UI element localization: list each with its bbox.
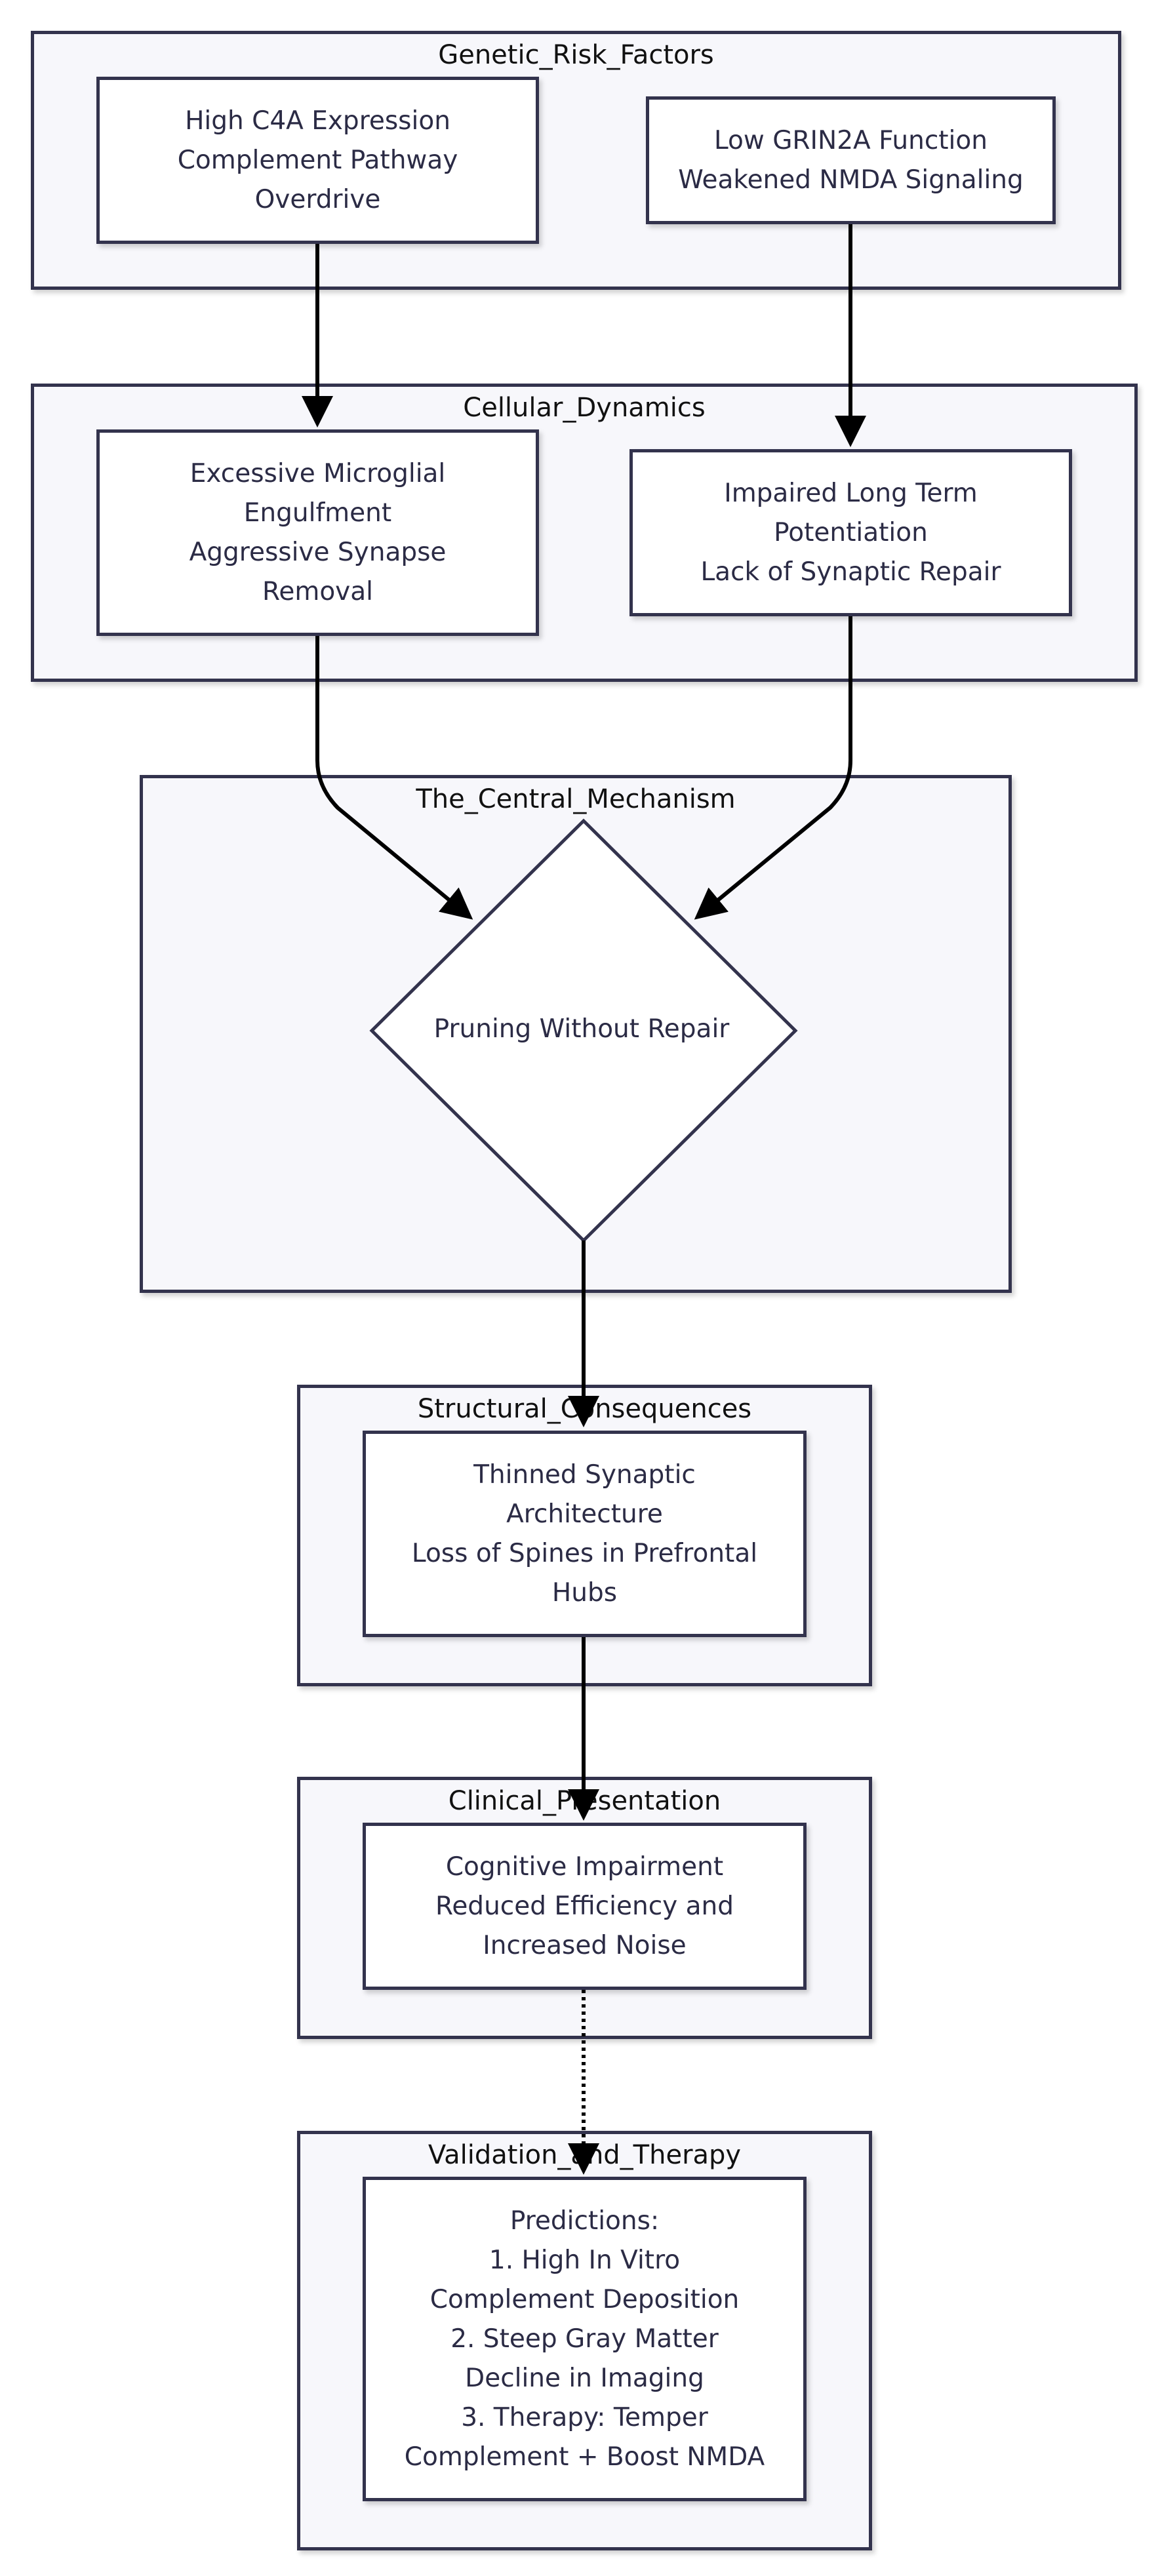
node-excessive-microglial-engulfment: Excessive Microglial Engulfment Aggressi… bbox=[96, 429, 539, 636]
node-impaired-long-term-potentiation: Impaired Long Term Potentiation Lack of … bbox=[629, 449, 1072, 616]
node-label: Low GRIN2A Function Weakened NMDA Signal… bbox=[678, 125, 1024, 195]
node-label: Predictions: 1. High In Vitro Complement… bbox=[404, 2206, 765, 2472]
node-predictions: Predictions: 1. High In Vitro Complement… bbox=[363, 2177, 807, 2501]
edge-microglia-to-pruning bbox=[315, 636, 473, 920]
node-label: Cognitive Impairment Reduced Efficiency … bbox=[435, 1852, 734, 1960]
node-label: Excessive Microglial Engulfment Aggressi… bbox=[189, 458, 447, 606]
node-label: Thinned Synaptic Architecture Loss of Sp… bbox=[411, 1459, 758, 1608]
node-high-c4a-expression: High C4A Expression Complement Pathway O… bbox=[96, 77, 539, 244]
node-pruning-without-repair-label: Pruning Without Repair bbox=[433, 1014, 730, 1044]
node-label: High C4A Expression Complement Pathway O… bbox=[177, 106, 458, 214]
node-low-grin2a-function: Low GRIN2A Function Weakened NMDA Signal… bbox=[646, 96, 1056, 224]
node-label: Impaired Long Term Potentiation Lack of … bbox=[700, 478, 1001, 587]
cluster-title-genetic: Genetic_Risk_Factors bbox=[438, 40, 714, 70]
node-cognitive-impairment: Cognitive Impairment Reduced Efficiency … bbox=[363, 1823, 807, 1990]
cluster-title-central: The_Central_Mechanism bbox=[416, 784, 736, 814]
edge-ltp-to-pruning bbox=[694, 616, 852, 920]
cluster-title-cellular: Cellular_Dynamics bbox=[463, 393, 706, 423]
node-thinned-synaptic-architecture: Thinned Synaptic Architecture Loss of Sp… bbox=[363, 1431, 807, 1637]
